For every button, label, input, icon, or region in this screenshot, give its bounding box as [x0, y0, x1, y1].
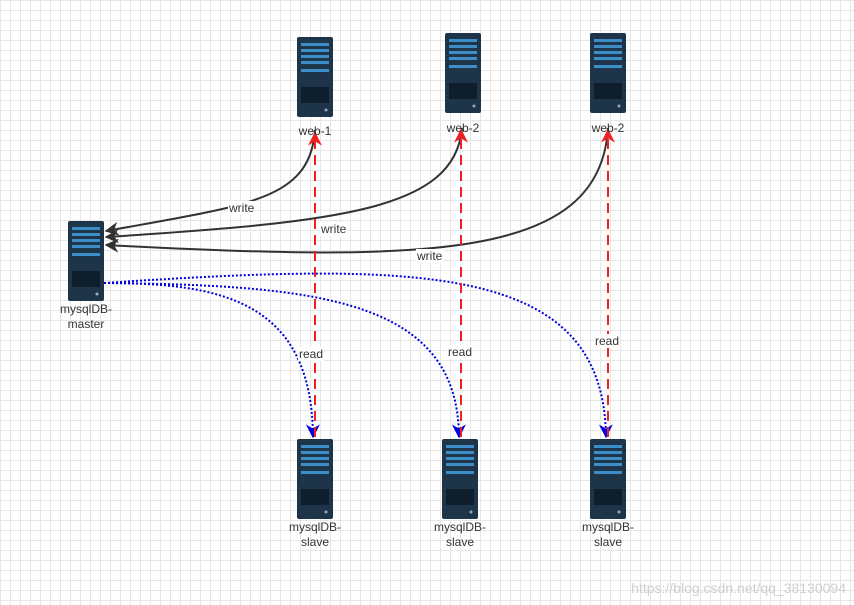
edge-label-read: read — [447, 345, 474, 359]
node-label-line2: slave — [300, 535, 329, 549]
watermark: https://blog.csdn.net/qq_38130094 — [631, 580, 846, 596]
node-label-line2: slave — [593, 535, 622, 549]
edge-label-write: write — [320, 222, 348, 236]
server-icon[interactable] — [590, 439, 626, 519]
node-label-web1: web-1 — [285, 124, 345, 139]
node-label-line1: mysqlDB- — [433, 520, 486, 534]
server-icon[interactable] — [68, 221, 104, 301]
node-label-line1: mysqlDB- — [59, 302, 112, 316]
edge-label-read: read — [594, 334, 621, 348]
node-label-line2: slave — [445, 535, 474, 549]
replication-edge-master-slave1 — [103, 282, 320, 439]
server-icon[interactable] — [297, 37, 333, 117]
node-label-text: web-1 — [298, 124, 332, 138]
node-label-slave3: mysqlDB- slave — [568, 520, 648, 550]
server-icon[interactable] — [297, 439, 333, 519]
edge-label-write: write — [416, 249, 444, 263]
write-edge-web1-master — [104, 129, 316, 236]
edge-label-write: write — [228, 201, 256, 215]
edge-label-read: read — [298, 347, 325, 361]
node-label-slave1: mysqlDB- slave — [275, 520, 355, 550]
node-label-master: mysqlDB- master — [46, 302, 126, 332]
replication-edge-master-slave2 — [103, 282, 466, 439]
node-label-text: web-2 — [591, 121, 625, 135]
write-edge-web2a-master — [104, 127, 463, 244]
node-label-line1: mysqlDB- — [581, 520, 634, 534]
node-label-line2: master — [67, 317, 105, 331]
node-label-slave2: mysqlDB- slave — [420, 520, 500, 550]
write-edge-web2b-master — [104, 127, 609, 254]
server-icon[interactable] — [442, 439, 478, 519]
node-label-line1: mysqlDB- — [288, 520, 341, 534]
node-label-web2b: web-2 — [578, 121, 638, 136]
replication-edge-master-slave3 — [103, 272, 613, 439]
server-icon[interactable] — [590, 33, 626, 113]
node-label-web2a: web-2 — [433, 121, 493, 136]
node-label-text: web-2 — [446, 121, 480, 135]
server-icon[interactable] — [445, 33, 481, 113]
